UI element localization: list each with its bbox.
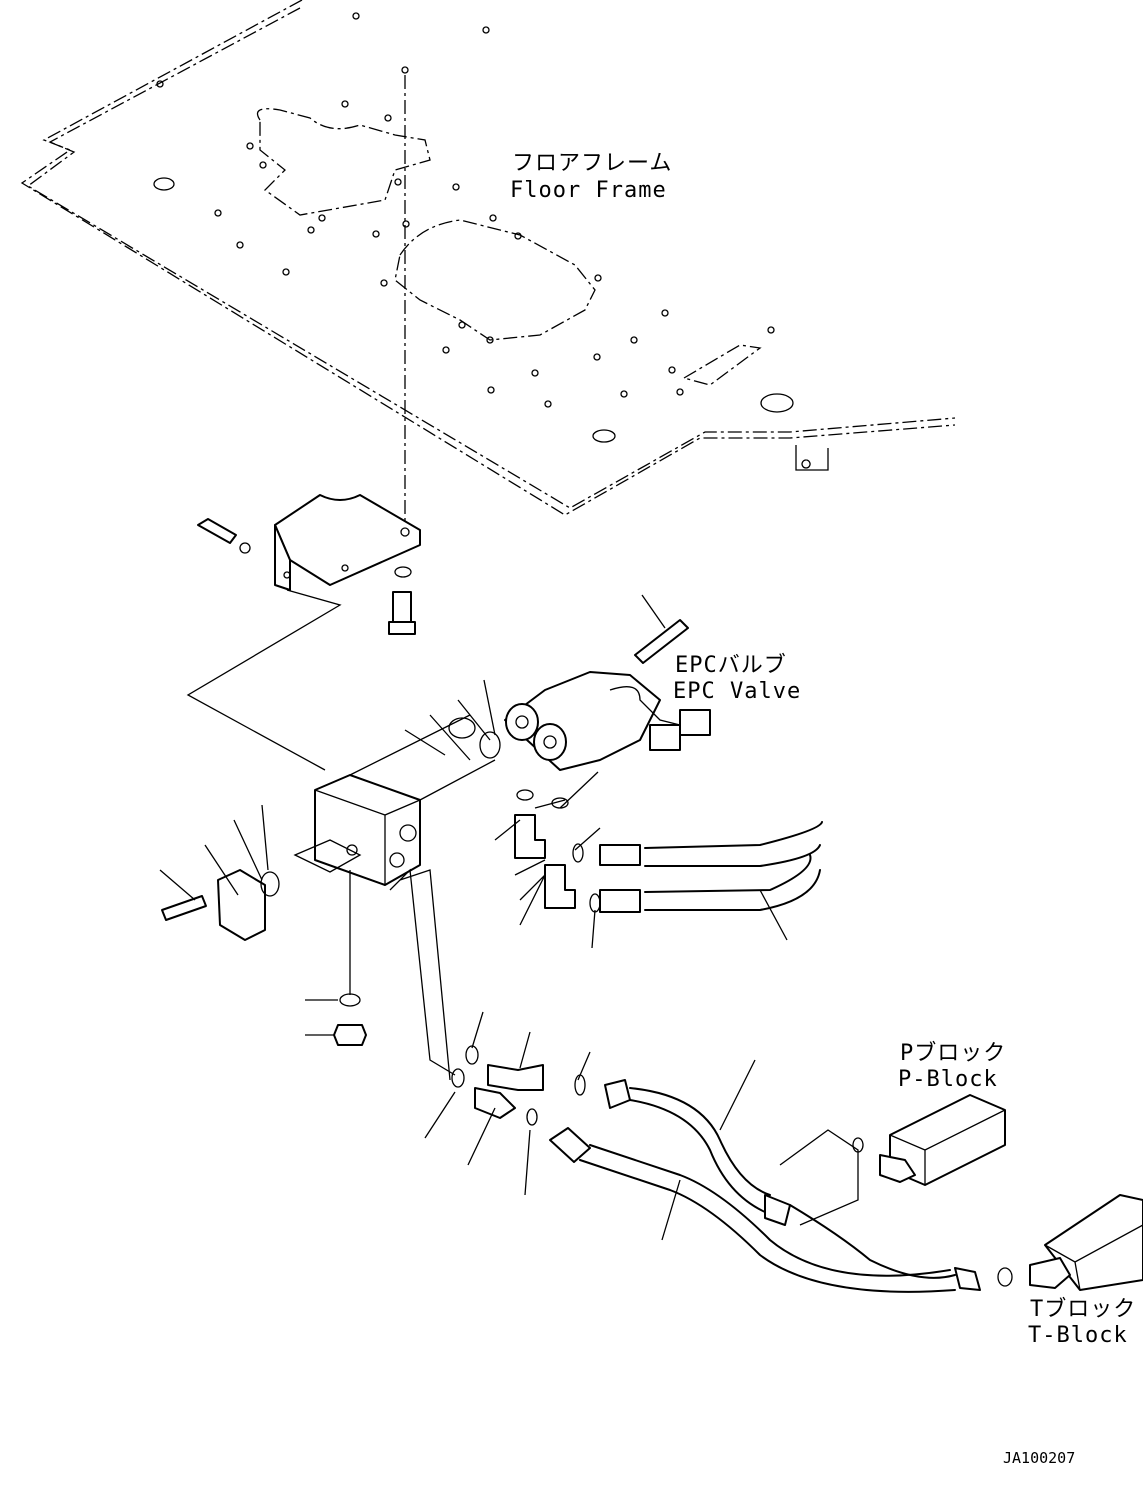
p-block-label-en: P-Block: [898, 1067, 998, 1092]
t-block-label-en: T-Block: [1028, 1323, 1128, 1348]
manifold-block: [159, 679, 501, 1081]
p-block-label-jp: Pブロック: [900, 1041, 1006, 1066]
lower-hoses: [424, 1011, 1013, 1293]
epc-valve: [494, 594, 823, 949]
t-block: [1029, 1194, 1143, 1291]
epc-valve-label-jp: EPCバルブ: [675, 653, 787, 678]
epc-valve-label-en: EPC Valve: [673, 679, 801, 704]
drawing-code: JA100207: [1003, 1449, 1075, 1467]
p-block: [779, 1094, 1006, 1226]
floor-frame-label-jp: フロアフレーム: [512, 151, 672, 176]
mounting-bracket: [186, 494, 421, 771]
floor-frame: [20, 0, 956, 525]
t-block-label-jp: Tブロック: [1030, 1297, 1136, 1322]
floor-frame-label-en: Floor Frame: [510, 178, 667, 203]
